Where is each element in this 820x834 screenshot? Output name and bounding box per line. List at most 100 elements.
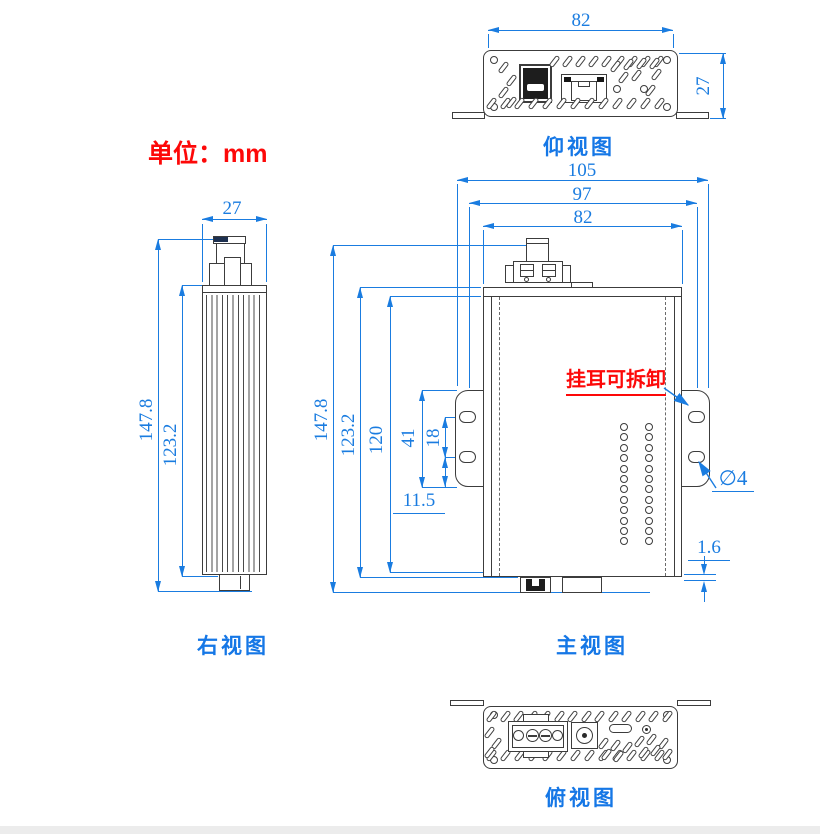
dim-bottom-lip: 1.6 bbox=[688, 538, 730, 561]
right-view-label: 右视图 bbox=[197, 635, 269, 658]
unit-label: 单位：mm bbox=[148, 140, 268, 168]
dim-arrow bbox=[357, 287, 363, 298]
corner-screw bbox=[490, 56, 498, 64]
led-hole bbox=[620, 423, 628, 431]
led-hole bbox=[645, 444, 653, 452]
led-hole bbox=[645, 527, 653, 535]
dim-line bbox=[445, 417, 446, 457]
dim-line bbox=[182, 285, 183, 577]
dim-rightview-body-height: 123.2 bbox=[160, 423, 182, 467]
dim-arrow bbox=[387, 562, 393, 573]
dim-main-overall-width: 105 bbox=[567, 160, 597, 181]
fiber-connector-stem bbox=[224, 257, 241, 286]
dim-arrow bbox=[155, 239, 161, 250]
main-view-case bbox=[483, 287, 682, 577]
bottom-view-label: 仰视图 bbox=[543, 136, 615, 159]
fiber-connector-cap-dark bbox=[214, 237, 228, 242]
main-dc-jack-notch bbox=[532, 579, 539, 586]
dim-ext bbox=[697, 207, 698, 388]
sfp-port-inner bbox=[523, 68, 548, 99]
ear-note: 挂耳可拆卸 bbox=[566, 363, 666, 396]
dim-ext bbox=[158, 239, 214, 240]
terminal-screw bbox=[552, 730, 563, 741]
led-hole bbox=[645, 485, 653, 493]
rj45-tab bbox=[578, 81, 590, 87]
led-hole bbox=[645, 537, 653, 545]
dim-arrow bbox=[442, 447, 448, 458]
dc-jack-pin bbox=[582, 733, 587, 738]
sc-ferrule-line bbox=[521, 270, 533, 271]
led-hole bbox=[645, 496, 653, 504]
dim-arrow bbox=[701, 581, 707, 592]
dim-main-ear-hole-pitch: 18 bbox=[423, 428, 445, 448]
dim-ext bbox=[390, 296, 481, 297]
reset-hole-dot bbox=[645, 728, 648, 731]
corner-screw bbox=[663, 103, 671, 111]
dim-arrow bbox=[155, 581, 161, 592]
dim-ext bbox=[422, 390, 457, 391]
dim-ext bbox=[488, 34, 489, 48]
led-hole bbox=[613, 85, 621, 93]
led-hole bbox=[620, 517, 628, 525]
mount-ear-bar bbox=[452, 112, 485, 119]
dim-rightview-overall-height: 147.8 bbox=[136, 398, 158, 442]
dim-arrow bbox=[330, 582, 336, 593]
dim-main-case-width: 82 bbox=[573, 207, 593, 228]
dim-main-ear-hole-offset: 11.5 bbox=[393, 491, 445, 514]
terminal-screw bbox=[513, 730, 524, 741]
dim-line bbox=[704, 592, 705, 602]
dim-ext bbox=[679, 53, 726, 54]
dim-ext bbox=[673, 34, 674, 48]
led-hole bbox=[620, 475, 628, 483]
mount-ear-bar bbox=[676, 112, 709, 119]
dim-arrow bbox=[357, 567, 363, 578]
corner-screw bbox=[663, 56, 671, 64]
led-hole bbox=[645, 465, 653, 473]
dim-line bbox=[469, 203, 697, 204]
dim-arrow bbox=[387, 296, 393, 307]
mount-ear-bar bbox=[450, 700, 484, 706]
dim-ext bbox=[483, 230, 484, 284]
rj45-led bbox=[597, 77, 604, 82]
dim-arrow bbox=[671, 223, 682, 229]
sc-connector-stem-line bbox=[527, 243, 548, 244]
dim-arrow bbox=[469, 200, 480, 206]
dim-line bbox=[202, 219, 267, 220]
led-hole bbox=[620, 527, 628, 535]
dim-ext bbox=[360, 287, 481, 288]
sfp-port-slot bbox=[527, 84, 544, 91]
led-hole bbox=[645, 506, 653, 514]
mount-ear-bar bbox=[677, 700, 711, 706]
sc-connector-flange-right bbox=[562, 265, 571, 283]
main-view-label: 主视图 bbox=[556, 635, 628, 658]
dim-ext bbox=[710, 118, 726, 119]
led-hole bbox=[620, 485, 628, 493]
case-left-hidden-line bbox=[499, 297, 500, 576]
dim-arrow bbox=[701, 564, 707, 575]
dim-line bbox=[723, 53, 724, 119]
terminal-screw-slot bbox=[541, 735, 550, 737]
dim-arrow bbox=[179, 285, 185, 296]
case-right-hidden-line bbox=[665, 297, 666, 576]
dim-line bbox=[483, 226, 682, 227]
ear-hole bbox=[688, 411, 705, 423]
dim-ear-hole-dia: ∅4 bbox=[712, 467, 754, 493]
dim-ext bbox=[708, 184, 709, 388]
main-terminal-profile bbox=[562, 577, 602, 593]
led-hole bbox=[645, 454, 653, 462]
dim-bottomview-width: 82 bbox=[571, 10, 591, 31]
dim-arrow bbox=[662, 27, 673, 33]
case-right-inner-line bbox=[674, 297, 675, 576]
dim-ext bbox=[360, 577, 518, 578]
dim-ext bbox=[333, 592, 650, 593]
dim-ext bbox=[333, 245, 527, 246]
dim-ext bbox=[457, 184, 458, 386]
dim-main-inner-height: 120 bbox=[366, 425, 388, 455]
dim-main-ear-slot-span: 41 bbox=[398, 428, 420, 448]
usb-c-port bbox=[609, 724, 632, 733]
dim-ext bbox=[684, 580, 716, 581]
dim-main-case-height: 123.2 bbox=[338, 413, 360, 457]
led-hole bbox=[645, 517, 653, 525]
led-hole bbox=[645, 433, 653, 441]
